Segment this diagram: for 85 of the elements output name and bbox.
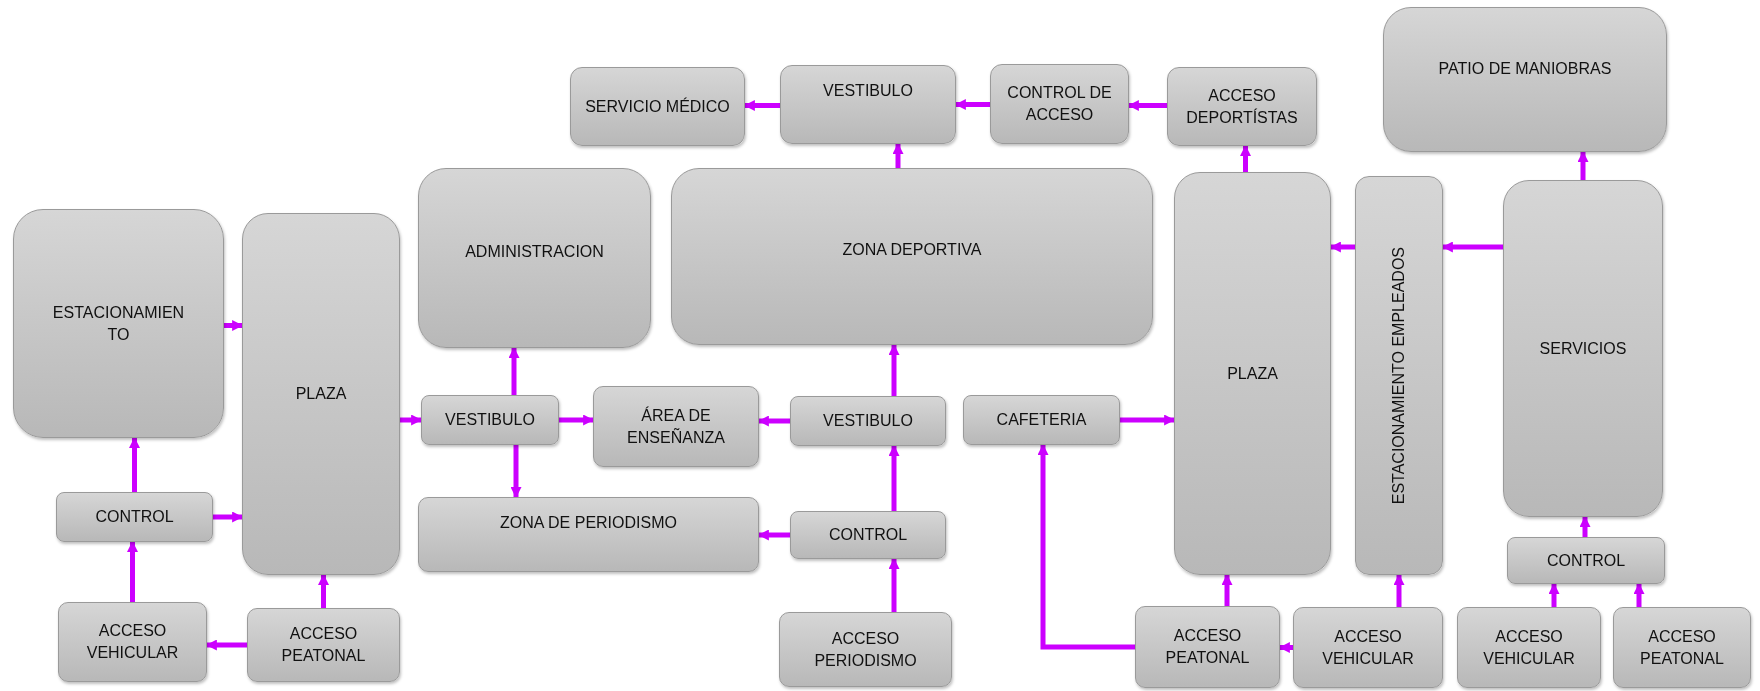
arrow: [1120, 414, 1176, 426]
process-box: [56, 492, 213, 542]
arrow: [1037, 443, 1135, 650]
node-label: VESTIBULO: [822, 411, 914, 431]
node-label: CONTROL: [827, 525, 909, 545]
arrow: [888, 343, 900, 396]
node-label: ACCESO PEATONAL: [280, 624, 367, 666]
process-box: [247, 608, 400, 682]
node-label: SERVICIOS: [1538, 338, 1628, 359]
node-label: ACCESO VEHICULAR: [85, 621, 180, 663]
node-label: ACCESO VEHICULAR: [1321, 626, 1415, 669]
process-box: [990, 64, 1129, 144]
node-label: ACCESO VEHICULAR: [1482, 626, 1576, 669]
arrow: [400, 414, 423, 426]
process-box: [1507, 537, 1665, 584]
arrow: [743, 100, 780, 111]
arrow: [1577, 150, 1589, 180]
process-box: [418, 168, 651, 348]
process-box: [1135, 606, 1280, 688]
process-box: [1613, 607, 1751, 688]
arrow: [508, 346, 520, 395]
arrow: [757, 415, 790, 427]
process-box: [421, 395, 559, 445]
process-box: [779, 612, 952, 687]
node-label: SERVICIO MÉDICO: [584, 96, 731, 117]
node-label: ACCESO PEATONAL: [1639, 626, 1725, 669]
node-label: ESTACIONAMIENTO EMPLEADOS: [1389, 245, 1408, 507]
node-label: ZONA DEPORTIVA: [841, 240, 983, 260]
node-label: PLAZA: [1226, 363, 1279, 384]
process-box: [1503, 180, 1663, 517]
process-box: [1457, 607, 1601, 688]
process-box: [1174, 172, 1331, 575]
arrow: [757, 529, 790, 541]
arrow: [1579, 515, 1591, 537]
arrow: [892, 142, 904, 168]
arrow: [1548, 582, 1560, 607]
arrow: [559, 414, 595, 426]
node-label: ESTACIONAMIEN TO: [51, 302, 186, 345]
node-label: PATIO DE MANIOBRAS: [1437, 59, 1613, 79]
arrow: [510, 445, 522, 499]
arrow: [129, 436, 140, 492]
arrow: [1329, 241, 1355, 253]
arrow: [1221, 573, 1233, 606]
process-box: [1293, 607, 1443, 688]
arrow: [1393, 573, 1405, 607]
arrow: [888, 557, 900, 612]
process-box: [671, 168, 1153, 345]
node-label: ACCESO PEATONAL: [1164, 626, 1251, 668]
arrow: [205, 639, 247, 651]
process-box: [570, 67, 745, 146]
arrow: [224, 320, 244, 331]
node-label: ÁREA DE ENSEÑANZA: [626, 405, 726, 448]
process-box: [790, 511, 946, 559]
node-label: CAFETERIA: [995, 410, 1088, 430]
process-box: [58, 602, 207, 682]
process-box: [418, 497, 759, 572]
arrow: [213, 511, 244, 523]
process-box: [1383, 7, 1667, 152]
node-label: ADMINISTRACION: [464, 242, 605, 262]
arrow: [1441, 241, 1503, 253]
process-box: [13, 209, 224, 438]
process-box: [242, 213, 400, 575]
arrow: [318, 573, 329, 608]
node-label: CONTROL DE ACCESO: [1006, 83, 1113, 125]
process-box: [780, 65, 956, 144]
node-label: ZONA DE PERIODISMO: [499, 513, 678, 533]
arrow: [954, 99, 990, 110]
process-box: [790, 396, 946, 446]
node-label: CONTROL: [1545, 550, 1627, 571]
process-box: [1355, 176, 1443, 575]
node-label: VESTIBULO: [822, 81, 914, 101]
node-label: PLAZA: [294, 384, 348, 404]
arrow: [1633, 582, 1645, 607]
arrow: [1278, 642, 1293, 653]
node-label: VESTIBULO: [444, 410, 536, 430]
process-box: [1167, 67, 1317, 146]
process-box: [963, 395, 1120, 445]
node-label: ACCESO PERIODISMO: [813, 628, 918, 671]
arrow: [127, 540, 138, 602]
arrow: [1240, 144, 1251, 172]
arrow: [888, 444, 900, 511]
process-box: [593, 386, 759, 467]
node-label: CONTROL: [94, 507, 175, 527]
node-label: ACCESO DEPORTÍSTAS: [1185, 85, 1299, 128]
arrow: [1127, 100, 1167, 111]
